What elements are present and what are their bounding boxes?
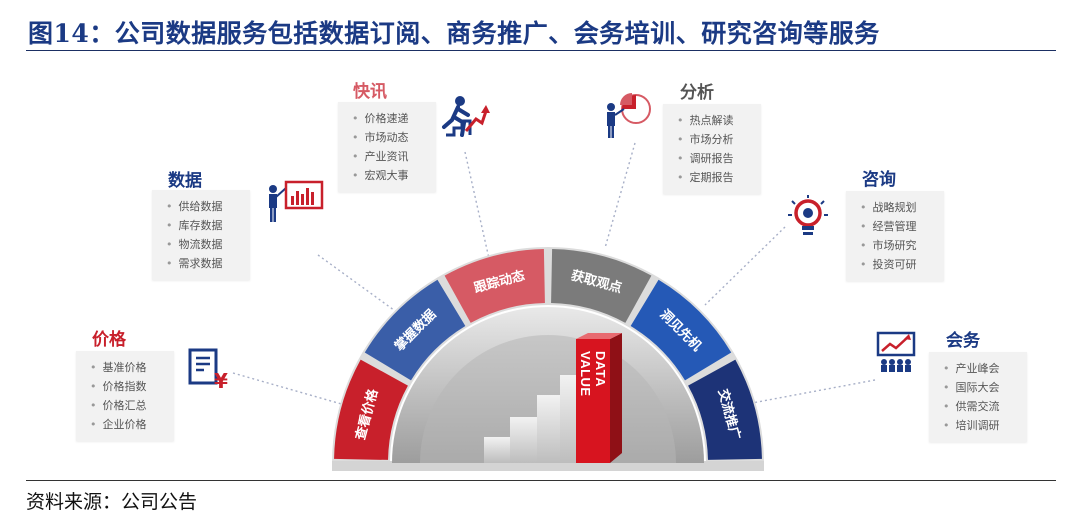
arc-segment-2 (364, 279, 466, 381)
list-item: 库存数据 (166, 216, 240, 235)
category-card-analysis: 热点解读 市场分析 调研报告 定期报告 (663, 104, 761, 194)
category-title-consult: 咨询 (862, 170, 896, 190)
list-item: 产业资讯 (352, 147, 426, 166)
list-item: 价格速递 (352, 109, 426, 128)
list-item: 产业峰会 (943, 359, 1017, 378)
data-value-line2: VALUE (578, 351, 593, 397)
list-item: 市场动态 (352, 128, 426, 147)
list-item: 定期报告 (677, 168, 751, 187)
presenter-chart-icon (269, 180, 324, 222)
list-item: 需求数据 (166, 254, 240, 273)
arc-segment-1 (334, 359, 408, 460)
list-item: 宏观大事 (352, 166, 426, 185)
category-card-price: 基准价格 价格指数 价格汇总 企业价格 (76, 351, 174, 441)
category-title-meeting: 会务 (946, 331, 980, 351)
list-item: 基准价格 (90, 358, 164, 377)
presenter-pie-icon (607, 93, 651, 138)
category-title-flash: 快讯 (353, 82, 387, 102)
list-item: 培训调研 (943, 416, 1017, 435)
connector-flash (464, 151, 491, 264)
list-item: 市场分析 (677, 130, 751, 149)
bottom-rule (26, 480, 1056, 481)
figure-title: 图14：公司数据服务包括数据订阅、商务推广、会务培训、研究咨询等服务 (28, 19, 880, 48)
category-title-price: 价格 (92, 330, 126, 350)
arc-base-strip (332, 461, 764, 471)
connector-analysis (604, 142, 636, 249)
arc-segment-5 (630, 279, 732, 381)
category-title-analysis: 分析 (680, 83, 714, 103)
title-bar: 图14：公司数据服务包括数据订阅、商务推广、会务培训、研究咨询等服务 (26, 10, 1056, 51)
svg-text:¥: ¥ (214, 369, 228, 393)
category-card-consult: 战略规划 经营管理 市场研究 投资可研 (846, 191, 944, 281)
runner-stairs-icon (442, 96, 490, 137)
list-item: 企业价格 (90, 415, 164, 434)
category-card-data: 供给数据 库存数据 物流数据 需求数据 (152, 190, 250, 280)
list-item: 价格指数 (90, 377, 164, 396)
data-value-text: DATA VALUE (578, 351, 608, 397)
list-item: 国际大会 (943, 378, 1017, 397)
source-note: 资料来源：公司公告 (26, 491, 198, 513)
arc-segment-4 (551, 249, 652, 323)
list-item: 经营管理 (860, 217, 934, 236)
data-value-bar-top (576, 333, 622, 339)
category-card-flash: 价格速递 市场动态 产业资讯 宏观大事 (338, 102, 436, 192)
list-item: 投资可研 (860, 255, 934, 274)
data-value-bar-side (610, 333, 622, 463)
list-item: 战略规划 (860, 198, 934, 217)
list-item: 市场研究 (860, 236, 934, 255)
data-value-bar (576, 339, 610, 463)
price-doc-yen-icon: ¥ (188, 348, 228, 393)
connector-data (317, 254, 399, 314)
service-arc-diagram: DATA VALUE 查看价格掌握数据跟踪动态获取观点洞见先机交流推广 ¥ (188, 93, 916, 471)
arc-segment-3 (444, 249, 545, 323)
connector-consult (704, 226, 786, 306)
arc-segments: 查看价格掌握数据跟踪动态获取观点洞见先机交流推广 (334, 249, 762, 460)
data-value-line1: DATA (593, 351, 608, 387)
list-item: 调研报告 (677, 149, 751, 168)
connector-lines (232, 142, 876, 406)
list-item: 价格汇总 (90, 396, 164, 415)
connector-meeting (751, 379, 876, 404)
connector-price (232, 372, 346, 406)
list-item: 供需交流 (943, 397, 1017, 416)
list-item: 供给数据 (166, 197, 240, 216)
meeting-board-icon (876, 331, 916, 372)
category-title-data: 数据 (168, 171, 202, 191)
arc-segment-6 (688, 359, 762, 460)
lightbulb-icon (788, 195, 828, 235)
category-card-meeting: 产业峰会 国际大会 供需交流 培训调研 (929, 352, 1027, 442)
list-item: 热点解读 (677, 111, 751, 130)
list-item: 物流数据 (166, 235, 240, 254)
